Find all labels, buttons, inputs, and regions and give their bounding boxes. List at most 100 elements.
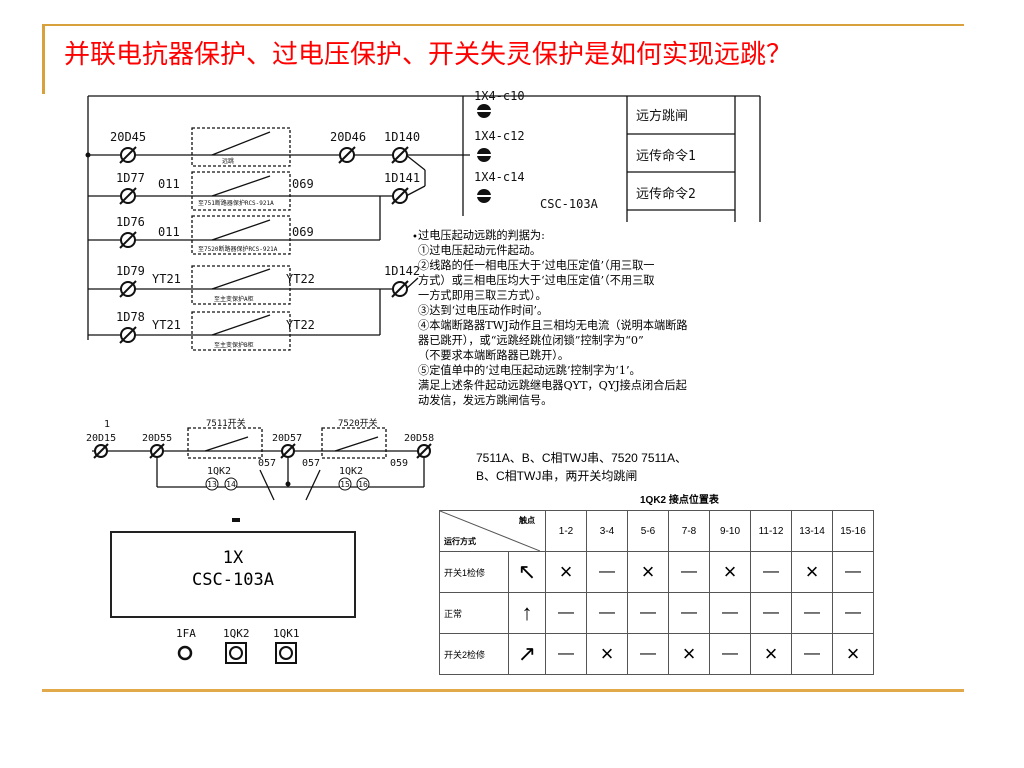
wire-label: YT22: [286, 272, 315, 286]
switch-label: 7520开关: [338, 417, 378, 429]
table-header-row: 触点 运行方式 1-2 3-4 5-6 7-8 9-10 11-12 13-14…: [439, 510, 874, 552]
wire-label: 011: [158, 177, 180, 191]
row-label: 正常: [439, 592, 509, 634]
bullet-icon: •: [412, 232, 418, 243]
table-cell: —: [832, 551, 874, 593]
command-label: 远方跳闸: [636, 108, 688, 124]
terminal-1D78: 1D78: [116, 310, 145, 324]
contact-label: 远跳: [222, 157, 234, 165]
contact-position-table: 触点 运行方式 1-2 3-4 5-6 7-8 9-10 11-12 13-14…: [439, 510, 874, 675]
qk-contact: 13: [207, 480, 217, 489]
notes-line: ④本端断路器TWJ动作且三相均无电流（说明本端断路: [418, 319, 688, 332]
switch-label: 7511开关: [206, 417, 246, 429]
page-title: 并联电抗器保护、过电压保护、开关失灵保护是如何实现远跳？: [64, 40, 793, 70]
wire-label: 069: [292, 177, 314, 191]
table-cell: ×: [791, 551, 833, 593]
terminal-20D57: 20D57: [272, 433, 302, 444]
terminal-20D58: 20D58: [404, 433, 434, 444]
terminal-1D77: 1D77: [116, 171, 145, 185]
table-cell: —: [627, 592, 669, 634]
caption-line: 7511A、B、C相TWJ串、7520 7511A、: [476, 451, 687, 465]
command-label: 远传命令1: [636, 148, 696, 164]
terminal-20D46: 20D46: [330, 130, 366, 144]
notes-line: 动发信，发远方跳闸信号。: [418, 394, 553, 407]
notes-line: ①过电压起动元件起动。: [418, 244, 542, 257]
node-label: 1: [104, 419, 110, 430]
terminal-20D15: 20D15: [86, 433, 116, 444]
terminal-1D140: 1D140: [384, 130, 420, 144]
indicator-lamp-icon: [177, 645, 193, 661]
corner-label-bottom: 运行方式: [444, 537, 476, 546]
trip-caption: 7511A、B、C相TWJ串、7520 7511A、 B、C相TWJ串，两开关均…: [476, 449, 776, 485]
terminal-1D142: 1D142: [384, 264, 420, 278]
terminal-1D79: 1D79: [116, 264, 145, 278]
relay-label-line1: 1X: [222, 548, 244, 568]
table-corner-cell: 触点 运行方式: [439, 510, 546, 552]
table-cell: —: [750, 592, 792, 634]
csc-terminal: 1X4-c12: [474, 129, 525, 143]
table-cell: —: [668, 592, 710, 634]
notes-line: 满足上述条件起动远跳继电器QYT，QYJ接点闭合后起: [418, 379, 687, 392]
notes-line: 器已跳开），或“远跳经跳位闭锁”控制字为“0”: [418, 334, 644, 347]
wire-label: YT21: [152, 272, 181, 286]
terminal-1D76: 1D76: [116, 215, 145, 229]
contact-label: 至主变保护B柜: [214, 341, 254, 349]
csc-terminal: 1X4-c10: [474, 89, 525, 103]
qk-contact: 16: [358, 480, 368, 489]
terminal-20D45: 20D45: [110, 130, 146, 144]
column-header: 9-10: [709, 510, 751, 552]
panel-label: 1QK2: [223, 627, 250, 640]
command-label: 远传命令2: [636, 186, 696, 202]
column-header: 11-12: [750, 510, 792, 552]
notes-line: 方式）或三相电压均大于‘过电压定值’（不用三取: [418, 274, 655, 287]
table-cell: ×: [586, 633, 628, 675]
column-header: 3-4: [586, 510, 628, 552]
table-cell: —: [586, 592, 628, 634]
wire-label: 057: [258, 458, 276, 469]
table-cell: ×: [545, 551, 587, 593]
footer-rule: [42, 689, 964, 692]
notes-line: ②线路的任一相电压大于‘过电压定值’（用三取一: [418, 259, 655, 272]
title-accent-bar: [42, 24, 45, 94]
contact-label: 至7520断路器保护RCS-921A: [198, 245, 278, 253]
table-cell: —: [545, 633, 587, 675]
wire-label: 059: [390, 458, 408, 469]
notes-line: （不要求本端断路器已跳开）。: [418, 349, 570, 362]
csc-terminal: 1X4-c14: [474, 170, 525, 184]
row-label: 开关2检修: [439, 633, 509, 675]
table-title: 1QK2 接点位置表: [640, 495, 719, 506]
notes-line: 一方式即用三取三方式）。: [418, 289, 547, 302]
device-label: CSC-103A: [540, 197, 599, 211]
table-cell: —: [545, 592, 587, 634]
table-cell: —: [586, 551, 628, 593]
table-cell: —: [750, 551, 792, 593]
table-cell: ×: [709, 551, 751, 593]
column-header: 1-2: [545, 510, 587, 552]
corner-label-top: 触点: [519, 516, 535, 525]
table-cell: ×: [668, 633, 710, 675]
table-row: 正常 ↑ — — — — — — — —: [439, 592, 874, 634]
contact-label: 至751断路器保护RCS-921A: [198, 199, 274, 207]
table-cell: —: [668, 551, 710, 593]
table-row: 开关2检修 ↗ — × — × — × — ×: [439, 633, 874, 675]
table-cell: —: [709, 592, 751, 634]
contact-label: 至主变保护A柜: [214, 295, 254, 303]
overvoltage-criteria-notes: • 过电压起动远跳的判据为: ①过电压起动元件起动。 ②线路的任一相电压大于‘过…: [412, 228, 830, 408]
qk-label: 1QK2: [339, 466, 363, 477]
column-header: 7-8: [668, 510, 710, 552]
table-cell: —: [627, 633, 669, 675]
qk-contact: 15: [340, 480, 350, 489]
table-cell: —: [791, 633, 833, 675]
column-header: 13-14: [791, 510, 833, 552]
panel-label: 1QK1: [273, 627, 300, 640]
caption-line: B、C相TWJ串，两开关均跳闸: [476, 469, 638, 483]
panel-label: 1FA: [176, 627, 196, 640]
terminal-1D141: 1D141: [384, 171, 420, 185]
notes-line: ③达到‘过电压动作时间’。: [418, 304, 549, 317]
wire-label: YT21: [152, 318, 181, 332]
relay-device-box: 1X CSC-103A: [110, 531, 356, 618]
terminal-20D55: 20D55: [142, 433, 172, 444]
relay-label-line2: CSC-103A: [192, 570, 274, 590]
